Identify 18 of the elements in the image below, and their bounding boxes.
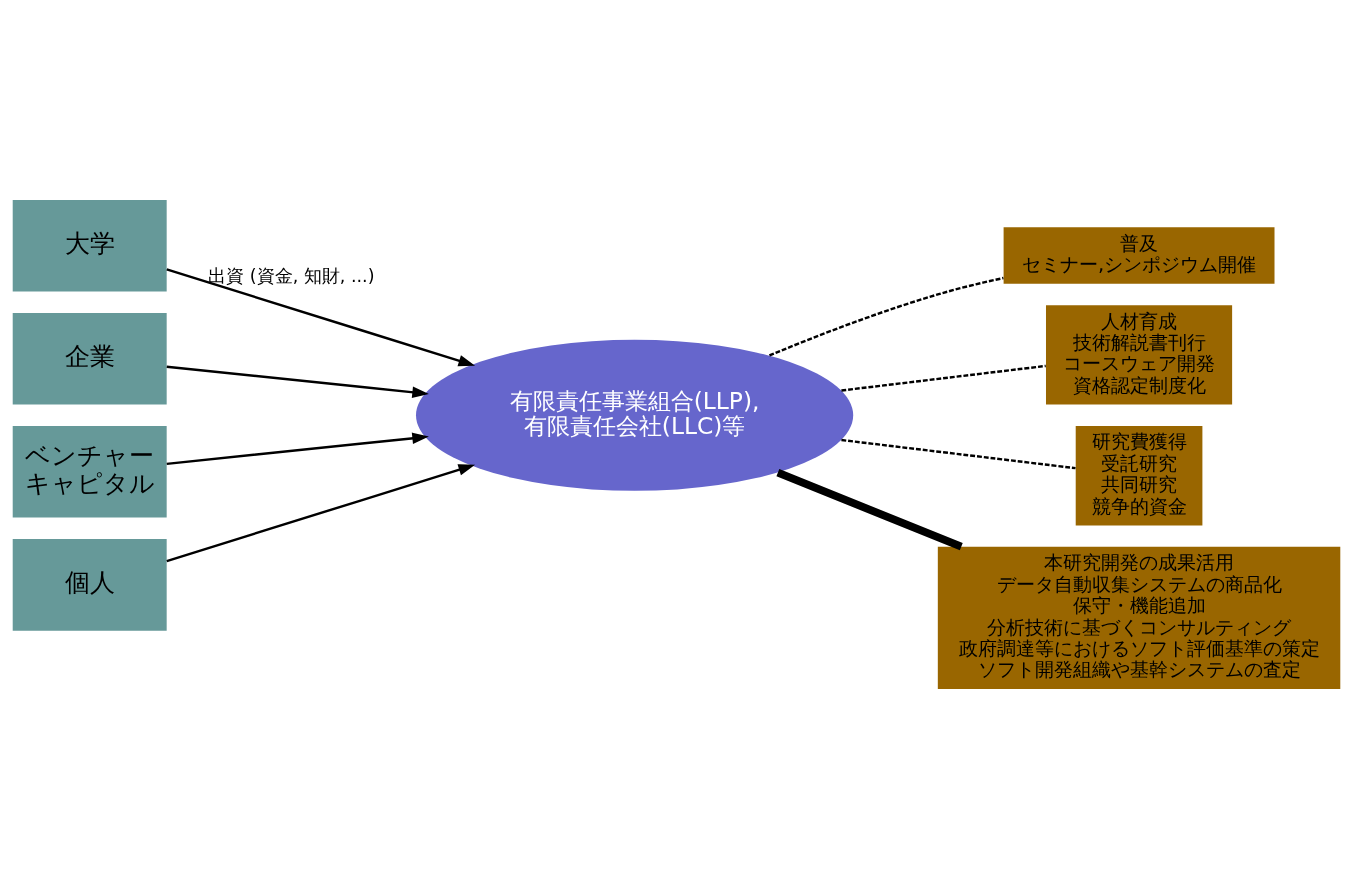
edge-label: 出資 (資金, 知財, ...) [208, 265, 375, 286]
connector [768, 276, 1004, 357]
node-box: 本研究開発の成果活用 データ自動収集システムの商品化 保守・機能追加 分析技術に基づくコンサルティング 政府調達等におけるソフト評価基準の策定 ソフト開発組織や基幹システムの査定 [937, 546, 1341, 689]
arrow [166, 267, 476, 366]
node-box: 企業 [12, 312, 167, 405]
arrow [166, 432, 429, 465]
node-box: 大学 [12, 199, 167, 291]
node-ellipse: 有限責任事業組合(LLP),有限責任会社(LLC)等 [416, 339, 854, 491]
node-box: 人材育成 技術解説書刊行 コースウェア開発 資格認定制度化 [1046, 304, 1233, 405]
node-box: 個人 [12, 538, 167, 631]
node-box: 普及 セミナー,シンポジウム開催 [1003, 226, 1275, 284]
arrow [166, 463, 476, 562]
node-box: ベンチャーキャピタル [12, 425, 167, 518]
arrow [166, 364, 429, 398]
connector [776, 468, 963, 550]
node-box: 研究費獲得 受託研究 共同研究 競争的資金 [1075, 425, 1203, 525]
connector [841, 438, 1076, 469]
connector [841, 364, 1046, 392]
